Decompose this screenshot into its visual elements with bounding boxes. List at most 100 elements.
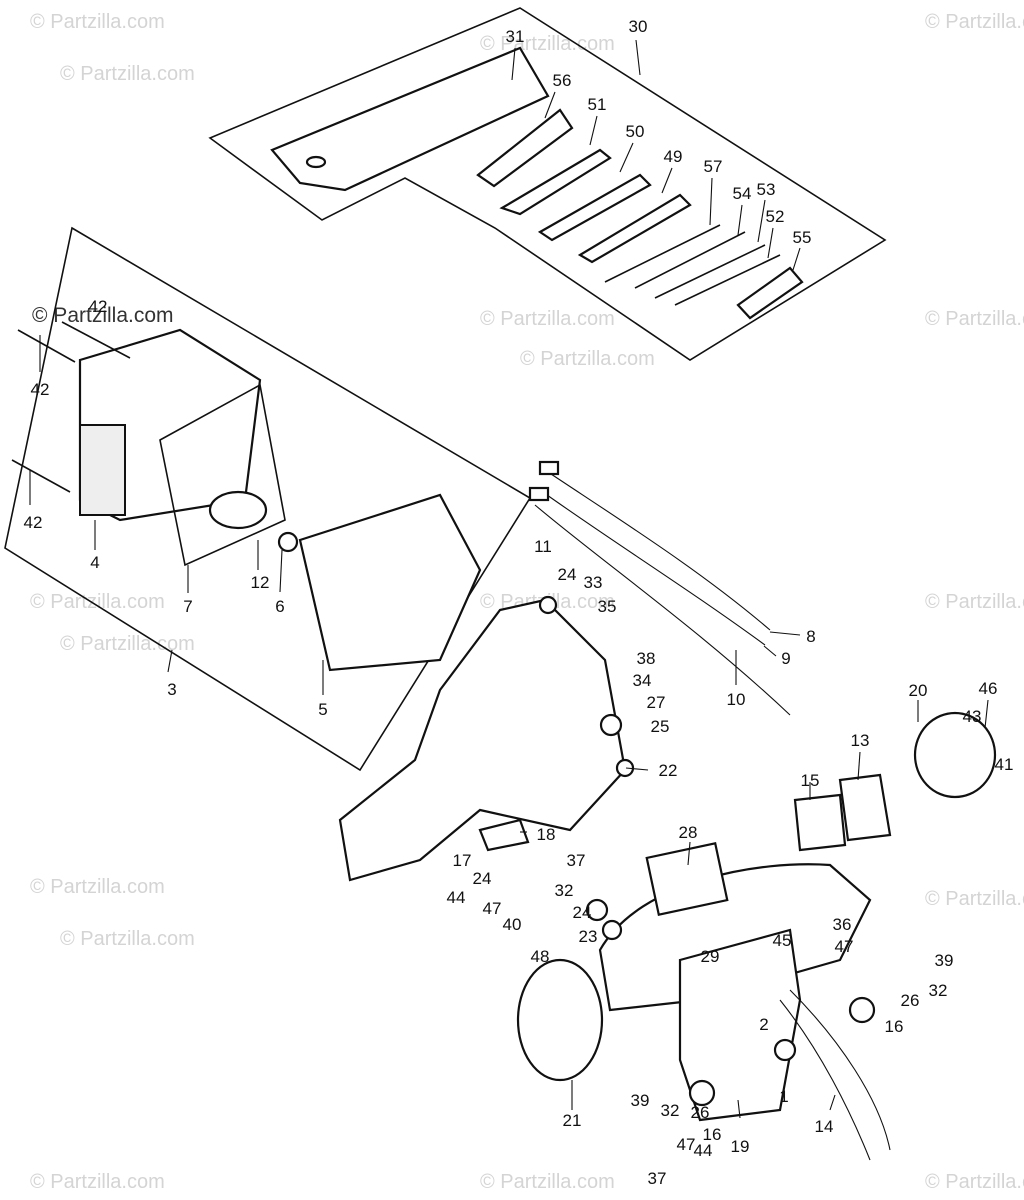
callout-label: 13 [851, 731, 870, 750]
tail-light-group [4, 226, 532, 772]
electrical-group [516, 711, 997, 1161]
regulator [793, 793, 847, 852]
watermark: © Partzilla.com [480, 308, 615, 330]
tool-bag-snap [305, 155, 327, 169]
reflector [79, 424, 126, 516]
callout-label: 20 [909, 681, 928, 700]
rubber-bushing [599, 713, 623, 737]
callout-label: 26 [691, 1103, 710, 1122]
callout-label: 32 [661, 1101, 680, 1120]
callout-label: 27 [647, 693, 666, 712]
watermark-dark: © Partzilla.com [32, 304, 174, 327]
leader [763, 645, 777, 657]
callout-label: 55 [793, 228, 812, 247]
watermark-layer: © Partzilla.com © Partzilla.com © Partzi… [30, 11, 1024, 1193]
leader [661, 167, 673, 194]
screwdriver-shaft-b [654, 244, 766, 299]
callout-label: 52 [766, 207, 785, 226]
callout-label: 24 [473, 869, 492, 888]
leader [589, 115, 598, 146]
callout-label: 42 [24, 513, 43, 532]
screwdriver-shaft-a [634, 231, 746, 289]
leader [767, 227, 774, 259]
headlight-ring [913, 711, 997, 799]
callout-label: 47 [677, 1135, 696, 1154]
callout-label: 12 [251, 573, 270, 592]
leader [829, 1094, 836, 1111]
callout-label: 23 [579, 927, 598, 946]
leader [737, 1099, 741, 1119]
screw-a [17, 329, 76, 363]
pliers [499, 148, 612, 216]
screwdriver-handle-bar [604, 224, 721, 283]
tool-kit-group [208, 7, 887, 361]
callout-label: 42 [89, 297, 108, 316]
callout-label: 15 [801, 771, 820, 790]
rubber-cushion [688, 1079, 716, 1107]
watermark: © Partzilla.com [925, 591, 1024, 613]
lens-gasket [159, 383, 286, 567]
callout-label: 4 [90, 553, 99, 572]
callout-label: 5 [318, 700, 327, 719]
leader [792, 247, 801, 271]
callout-label: 2 [759, 1015, 768, 1034]
tool-bag [270, 46, 550, 192]
watermark: © Partzilla.com [60, 63, 195, 85]
leader [687, 841, 691, 866]
wire-8 [544, 469, 771, 631]
bulb [208, 490, 268, 530]
watermark: © Partzilla.com [925, 1171, 1024, 1193]
callout-label: 47 [835, 937, 854, 956]
leader [757, 199, 766, 243]
callout-label: 29 [701, 947, 720, 966]
callout-label: 21 [563, 1111, 582, 1130]
leader [857, 751, 861, 781]
wire-9 [539, 489, 766, 646]
callout-label: 48 [531, 947, 550, 966]
callout-label: 43 [963, 707, 982, 726]
callout-label: 10 [727, 690, 746, 709]
wire-14 [779, 999, 871, 1161]
horn [516, 958, 604, 1082]
watermark: © Partzilla.com [925, 308, 1024, 330]
rectifier [838, 773, 892, 842]
watermark: © Partzilla.com [30, 1171, 165, 1193]
callout-label: 37 [567, 851, 586, 870]
leader [167, 649, 173, 673]
grommet [773, 1038, 797, 1062]
socket [277, 531, 299, 553]
rubber-cushion [848, 996, 876, 1024]
wire-harness [528, 460, 791, 716]
watermark: © Partzilla.com [480, 33, 615, 55]
callout-labels: 30 31 56 51 50 49 57 53 54 52 55 42 42 4… [24, 17, 1014, 1188]
callout-label: 11 [534, 537, 552, 556]
leader [737, 204, 743, 236]
callout-label: 37 [648, 1169, 667, 1188]
watermark: © Partzilla.com [60, 633, 195, 655]
callout-label: 14 [815, 1117, 834, 1136]
open-end-wrench-a [537, 173, 652, 242]
spark-plug-wrench [476, 108, 574, 188]
rear-fender-bracket [338, 598, 627, 882]
rear-fender-group [338, 595, 635, 882]
callout-label: 7 [183, 597, 192, 616]
cushion [585, 898, 609, 922]
callout-label: 41 [995, 755, 1014, 774]
callout-label: 18 [537, 825, 556, 844]
callout-label: 38 [637, 649, 656, 668]
callout-label: 32 [555, 881, 574, 900]
callout-label: 19 [731, 1137, 750, 1156]
callout-label: 33 [584, 573, 603, 592]
callout-label: 24 [573, 903, 592, 922]
watermark: © Partzilla.com [925, 888, 1024, 910]
callout-label: 44 [447, 888, 466, 907]
callout-label: 35 [598, 597, 617, 616]
leader [769, 631, 801, 636]
screwdriver-grip [736, 266, 804, 320]
clamp [478, 818, 530, 852]
callout-label: 30 [629, 17, 648, 36]
wire-connector [528, 486, 550, 502]
callout-label: 16 [703, 1125, 722, 1144]
callout-label: 47 [483, 899, 502, 918]
